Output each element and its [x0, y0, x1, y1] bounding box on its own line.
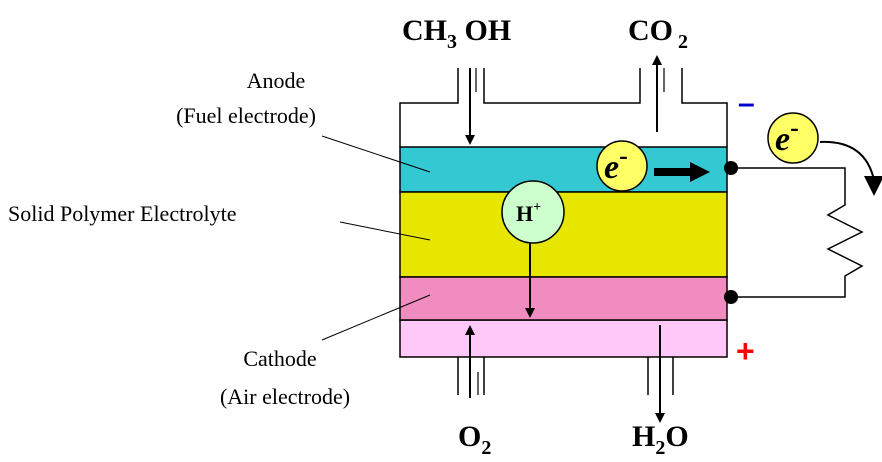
cathode-sublabel: (Air electrode)	[220, 384, 350, 409]
external-circuit-wire	[727, 167, 864, 298]
cathode-chamber	[399, 319, 728, 358]
anode-leader-line	[321, 135, 431, 173]
electron-label-external: e-	[775, 113, 799, 158]
anode-label: Anode	[247, 68, 306, 93]
electron-bubble-anode	[596, 140, 648, 192]
anode-chamber-outline	[399, 68, 728, 147]
cathode-label: Cathode	[243, 346, 316, 371]
methanol-label: CH3 OH	[402, 14, 511, 53]
proton-bubble	[501, 180, 565, 244]
co2-label: CO 2	[628, 14, 688, 53]
positive-terminal-sign: +	[736, 333, 755, 369]
external-electron-arrow	[819, 140, 875, 181]
external-electron-arrowhead	[864, 176, 882, 196]
cathode-inlet-pipe	[457, 357, 485, 395]
electron-flow-arrow	[654, 162, 710, 182]
cathode-terminal	[724, 290, 738, 304]
proton-label: H+	[516, 200, 541, 226]
cathode-leader-line	[321, 294, 431, 341]
cathode-layer	[399, 276, 728, 321]
anode-terminal	[724, 161, 738, 175]
electrolyte-label: Solid Polymer Electrolyte	[8, 201, 237, 226]
o2-label: O2	[458, 420, 491, 459]
anode-sublabel: (Fuel electrode)	[176, 103, 316, 128]
electrolyte-leader-line	[339, 221, 431, 241]
cathode-outlet-pipe	[647, 357, 674, 395]
electron-label-anode: e-	[604, 141, 628, 186]
water-label: H2O	[632, 420, 689, 459]
negative-terminal-sign: –	[738, 87, 755, 120]
electron-bubble-external	[767, 112, 819, 164]
